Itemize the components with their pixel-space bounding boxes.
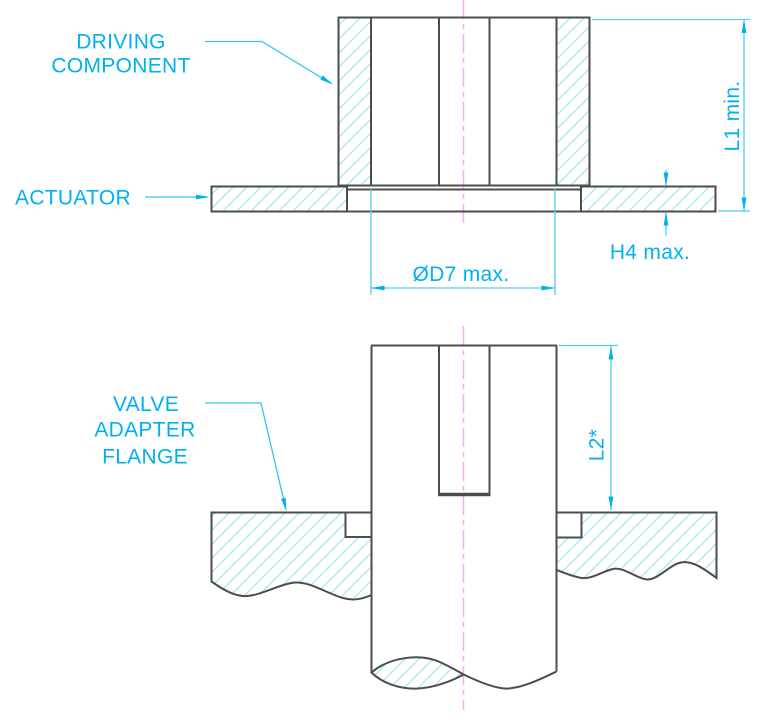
- stem-break-curve: [463, 670, 557, 690]
- actuator-label: ACTUATOR: [15, 187, 131, 210]
- l1-arrow-up-icon: [741, 19, 747, 33]
- driving-component-hatch-left: [339, 18, 371, 185]
- d7-arrow-right-icon: [541, 285, 555, 291]
- flange-right-recess: [555, 511, 583, 539]
- h4-arrow-down-icon: [663, 172, 669, 186]
- valve-adapter-flange-arrow-icon: [281, 497, 287, 512]
- h4-dimension-label: H4 max.: [610, 241, 690, 264]
- driving-component-arrow-icon: [320, 75, 333, 85]
- d7-arrow-left-icon: [371, 285, 385, 291]
- l1-dimension-label: L1 min.: [721, 81, 744, 152]
- driving-component-leader: [205, 40, 332, 85]
- flange-right-section: [555, 511, 718, 581]
- valve-adapter-flange-label-line1: VALVE: [113, 393, 179, 416]
- valve-adapter-flange-leader: [205, 402, 287, 510]
- stem-break-lens: [370, 656, 466, 690]
- actuator-plate-hatch-left: [212, 187, 347, 211]
- actuator-arrow-icon: [196, 194, 210, 200]
- driving-component-label-line2: COMPONENT: [51, 55, 190, 78]
- driving-component-outline: [337, 16, 591, 187]
- l1-arrow-down-icon: [741, 197, 747, 211]
- valve-adapter-flange-label-line2: ADAPTER: [94, 419, 195, 442]
- flange-left-section: [210, 511, 373, 601]
- l2-dimension-label: L2*: [586, 429, 609, 461]
- d7-dimension-label: ØD7 max.: [413, 263, 510, 286]
- driving-component-hatch-right: [557, 18, 589, 185]
- l2-arrow-up-icon: [608, 346, 614, 360]
- l2-arrow-down-icon: [608, 496, 614, 510]
- h4-arrow-up-icon: [663, 212, 669, 226]
- driving-component-label-line1: DRIVING: [76, 31, 166, 54]
- valve-adapter-flange-label-line3: FLANGE: [102, 446, 188, 469]
- flange-left-recess: [344, 511, 373, 538]
- actuator-plate-hatch-right: [581, 187, 715, 211]
